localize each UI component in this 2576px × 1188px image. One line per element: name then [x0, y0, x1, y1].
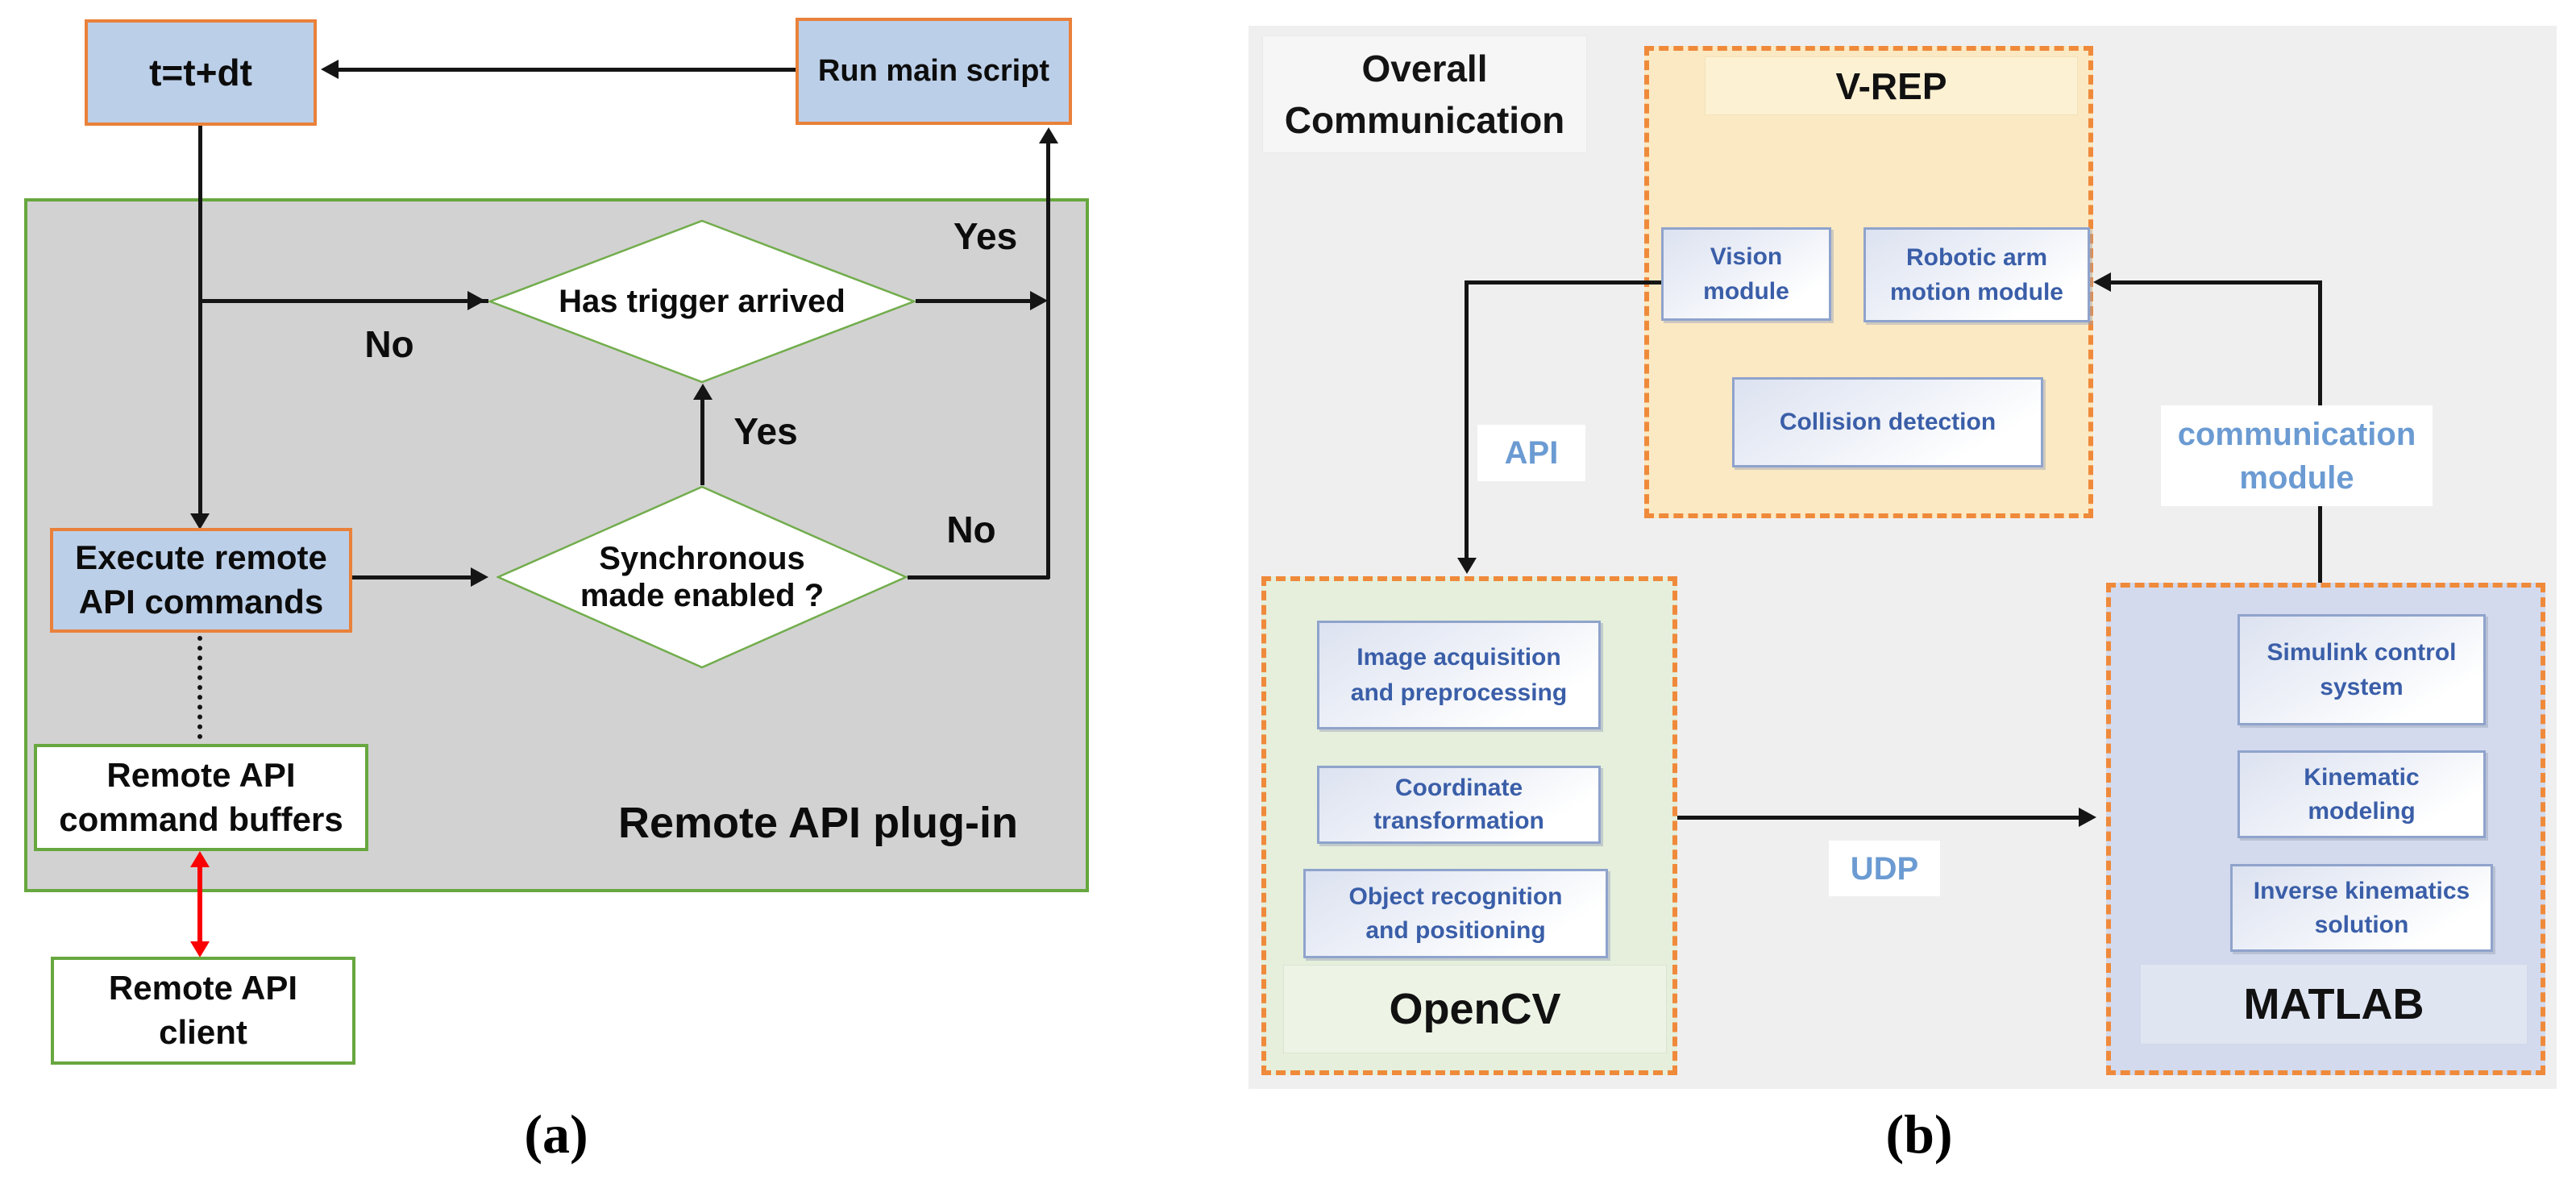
edge-label-no-mid: No	[946, 509, 996, 550]
node-run-main-script-label: Run main script	[817, 54, 1050, 88]
opencv-title: OpenCV	[1389, 985, 1561, 1033]
edge-execute-to-sync-line	[352, 575, 472, 579]
node-object-recognition: Object recognition and positioning	[1303, 869, 1608, 958]
edge-label-communication-module: communication module	[2161, 405, 2433, 506]
node-image-acquisition-line2: and preprocessing	[1350, 679, 1568, 706]
node-object-recognition-line2: and positioning	[1365, 916, 1546, 944]
node-robotic-arm-module: Robotic arm motion module	[1863, 227, 2090, 322]
edge-trigger-yes-arrowhead	[1030, 291, 1048, 310]
edge-sync-no-line	[908, 575, 1049, 579]
edge-label-yes-top: Yes	[953, 215, 1018, 257]
decision-has-trigger-text: Has trigger arrived	[559, 284, 846, 319]
decision-has-trigger-label: Has trigger arrived	[488, 219, 916, 384]
node-kinematic-modeling-line2: modeling	[2308, 797, 2416, 825]
matlab-title-strip: MATLAB	[2140, 964, 2528, 1045]
matlab-title: MATLAB	[2243, 980, 2424, 1028]
edge-buffers-client-red-arrowhead-top	[190, 851, 210, 867]
node-coordinate-transformation-line1: Coordinate	[1394, 775, 1523, 801]
node-vision-module-line1: Vision	[1710, 243, 1783, 270]
node-command-buffers-line2: command buffers	[59, 800, 343, 838]
edge-label-no-top: No	[364, 323, 414, 365]
edge-label-api-text: API	[1504, 435, 1559, 471]
node-image-acquisition-line1: Image acquisition	[1357, 644, 1561, 671]
node-execute-remote: Execute remote API commands	[50, 528, 352, 633]
node-remote-api-client-line2: client	[159, 1013, 247, 1051]
decision-synchronous-diamond	[497, 485, 908, 669]
caption-b: (b)	[1885, 1103, 1953, 1165]
node-simulink-control-line1: Simulink control	[2266, 638, 2457, 666]
node-execute-remote-line1: Execute remote	[75, 538, 327, 577]
diagram-b-title-line1: Overall	[1361, 47, 1488, 89]
edge-api-arrowhead	[1457, 558, 1477, 574]
decision-synchronous-label: Synchronous made enabled ?	[497, 485, 908, 669]
node-remote-api-client: Remote API client	[51, 957, 355, 1065]
node-remote-api-client-line1: Remote API	[108, 969, 298, 1007]
edge-api-horizontal-line	[1465, 280, 1661, 285]
edge-run-to-tstep-arrowhead	[321, 60, 339, 79]
node-robotic-arm-module-line1: Robotic arm	[1905, 243, 2048, 271]
diagram-b-title: Overall Communication	[1262, 35, 1587, 153]
node-coordinate-transformation: Coordinate transformation	[1317, 766, 1601, 844]
remote-api-plugin-title: Remote API plug-in	[618, 799, 1018, 847]
node-collision-detection-label: Collision detection	[1779, 409, 1996, 436]
node-inverse-kinematics-line1: Inverse kinematics	[2253, 877, 2470, 904]
edge-return-up-arrowhead	[1039, 127, 1058, 143]
edge-udp-line	[1677, 816, 2080, 820]
node-image-acquisition: Image acquisition and preprocessing	[1317, 621, 1601, 729]
node-robotic-arm-module-line2: motion module	[1890, 279, 2063, 305]
node-vision-module: Vision module	[1661, 227, 1831, 321]
node-inverse-kinematics-line2: solution	[2314, 911, 2409, 938]
edge-label-udp-text: UDP	[1850, 850, 1919, 887]
node-collision-detection: Collision detection	[1732, 377, 2043, 467]
edge-api-vertical-line	[1465, 280, 1469, 559]
node-execute-remote-line2: API commands	[78, 583, 324, 621]
edge-run-to-tstep-line	[339, 68, 796, 72]
edge-execute-buffers-dotted	[197, 636, 202, 739]
diagram-b-title-line2: Communication	[1284, 99, 1565, 141]
node-kinematic-modeling: Kinematic modeling	[2237, 750, 2486, 838]
decision-synchronous-line1: Synchronous	[599, 541, 805, 576]
node-command-buffers-line1: Remote API	[106, 755, 296, 794]
node-t-step: t=t+dt	[85, 19, 317, 126]
edge-execute-to-sync-arrowhead	[471, 567, 488, 587]
edge-trigger-yes-line	[916, 299, 1033, 303]
node-t-step-label: t=t+dt	[149, 52, 252, 93]
edge-buffers-client-red-arrowhead-bottom	[190, 941, 210, 957]
edge-udp-arrowhead	[2079, 808, 2096, 827]
edge-no-branch-line	[202, 299, 488, 303]
edge-sync-yes-arrowhead	[693, 384, 713, 400]
edge-buffers-client-red-line	[197, 864, 202, 945]
node-inverse-kinematics: Inverse kinematics solution	[2230, 864, 2493, 952]
edge-label-yes-mid: Yes	[733, 410, 798, 452]
opencv-title-strip: OpenCV	[1283, 965, 1667, 1053]
edge-label-api: API	[1477, 425, 1585, 481]
node-run-main-script: Run main script	[796, 18, 1072, 125]
caption-a: (a)	[524, 1103, 588, 1165]
node-object-recognition-line1: Object recognition	[1348, 883, 1563, 910]
edge-tstep-down-arrowhead	[190, 513, 210, 530]
edge-comm-arrowhead	[2093, 272, 2111, 292]
node-kinematic-modeling-line1: Kinematic	[2304, 763, 2420, 791]
edge-label-communication-line2: module	[2239, 459, 2354, 496]
node-coordinate-transformation-line2: transformation	[1373, 807, 1544, 834]
decision-has-trigger-diamond	[488, 219, 916, 384]
edge-label-communication-line1: communication	[2177, 416, 2416, 452]
node-vision-module-line2: module	[1703, 278, 1789, 305]
decision-synchronous-line2: made enabled ?	[580, 578, 825, 613]
edge-comm-horizontal-line	[2111, 280, 2322, 285]
edge-tstep-down-line	[198, 126, 202, 515]
vrep-title: V-REP	[1835, 64, 1947, 107]
vrep-title-strip: V-REP	[1705, 56, 2078, 115]
node-simulink-control: Simulink control system	[2237, 614, 2486, 725]
node-simulink-control-line2: system	[2320, 674, 2404, 700]
edge-no-branch-arrowhead	[467, 291, 485, 310]
edge-label-udp: UDP	[1829, 841, 1940, 896]
edge-return-up-line	[1046, 142, 1050, 579]
edge-sync-yes-line	[700, 398, 704, 485]
node-command-buffers: Remote API command buffers	[34, 744, 368, 851]
